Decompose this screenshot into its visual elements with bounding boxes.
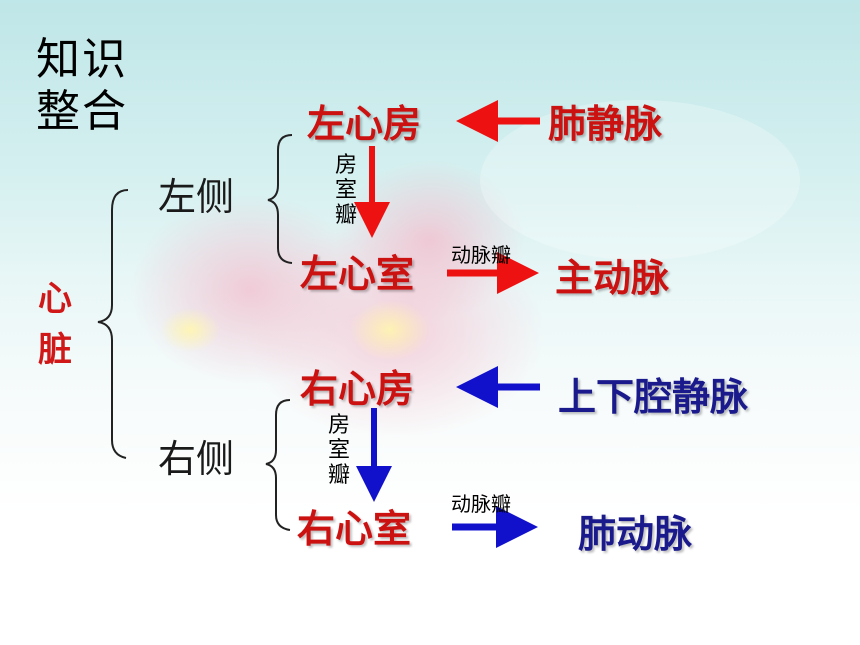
left-av-valve-char-2: 室 bbox=[334, 178, 357, 203]
heart-char-1: 心 bbox=[38, 279, 72, 319]
right-av-valve-char-2: 室 bbox=[327, 438, 350, 463]
title-line-2: 整合 bbox=[36, 86, 128, 137]
right-av-valve-char-1: 房 bbox=[327, 413, 350, 438]
right-atrium: 右心房 bbox=[300, 367, 415, 411]
left-ventricle: 左心室 bbox=[300, 252, 415, 296]
left-side-label: 左侧 bbox=[158, 175, 235, 219]
left-av-valve-char-3: 瓣 bbox=[334, 203, 357, 228]
right-side-brace bbox=[265, 399, 291, 531]
title-line-1: 知识 bbox=[36, 34, 128, 85]
right-av-valve-label: 房 室 瓣 bbox=[324, 413, 354, 488]
right-ventricle: 右心室 bbox=[297, 507, 412, 551]
left-av-valve-label: 房 室 瓣 bbox=[331, 153, 361, 228]
left-side-brace bbox=[267, 134, 293, 264]
vena-cava: 上下腔静脉 bbox=[558, 375, 749, 419]
left-atrium: 左心房 bbox=[307, 102, 422, 146]
right-side-label: 右侧 bbox=[158, 437, 235, 481]
left-av-valve-char-1: 房 bbox=[334, 153, 357, 178]
aorta: 主动脉 bbox=[555, 256, 670, 300]
right-av-valve-char-3: 瓣 bbox=[327, 463, 350, 488]
pulmonary-vein: 肺静脉 bbox=[548, 102, 663, 146]
pulmonary-artery: 肺动脉 bbox=[578, 512, 693, 556]
left-arterial-valve-label: 动脉瓣 bbox=[451, 243, 511, 267]
main-brace bbox=[97, 189, 129, 459]
heart-char-2: 脏 bbox=[38, 330, 72, 370]
right-arterial-valve-label: 动脉瓣 bbox=[451, 492, 511, 516]
